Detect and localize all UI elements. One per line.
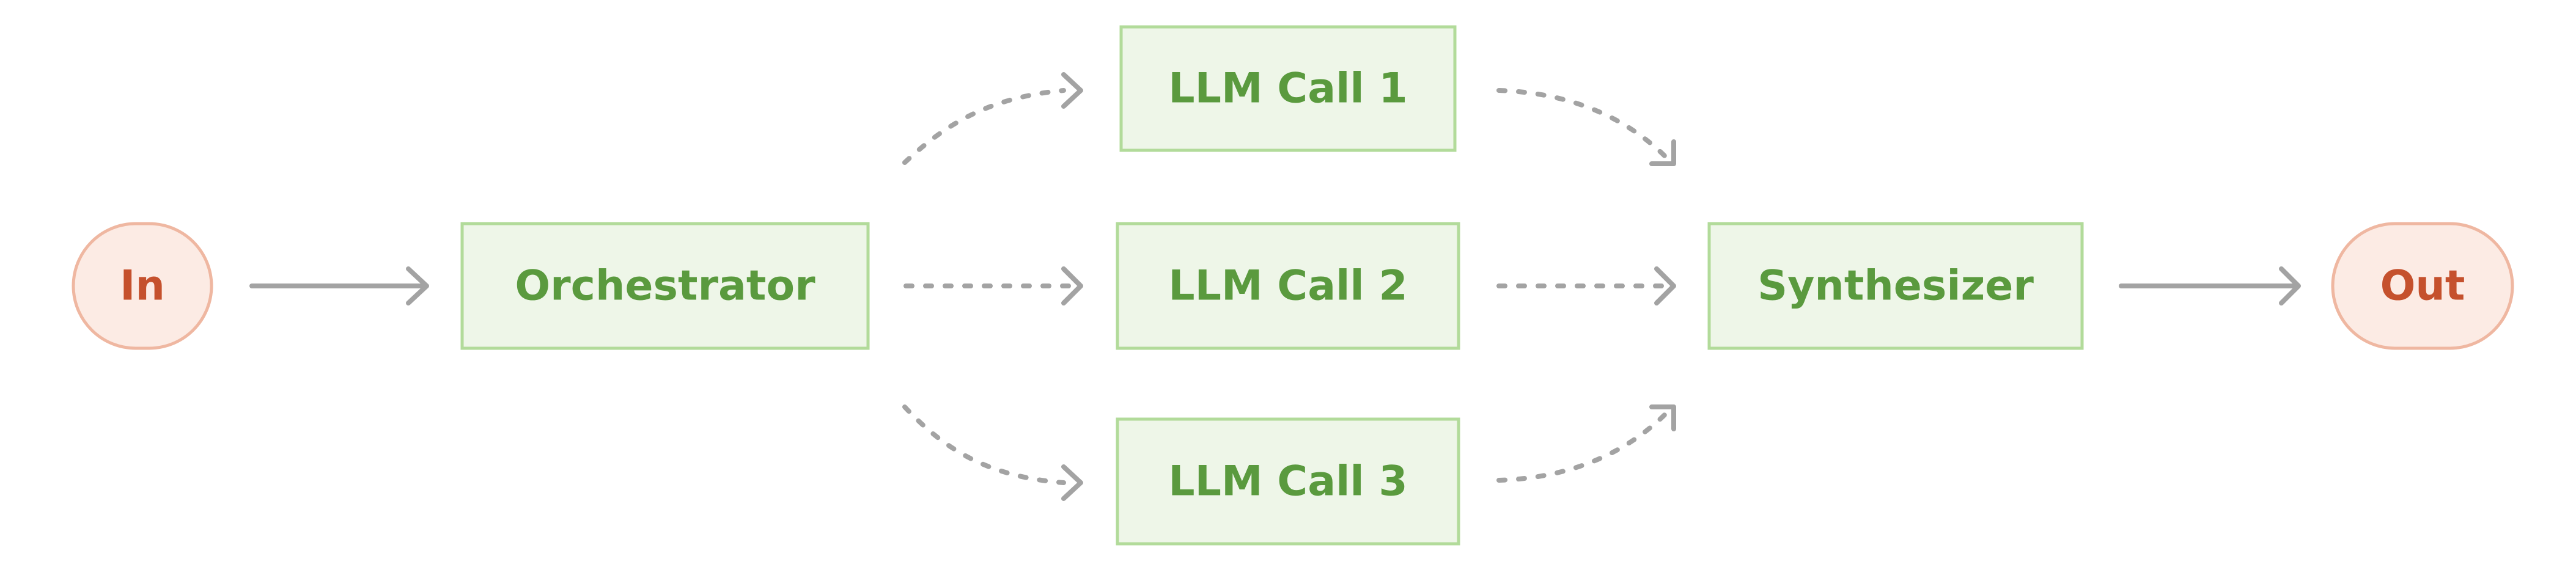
edge-llm-call-1-to-synthesizer [1496,88,1676,166]
edge-synthesizer-to-out [2119,266,2301,305]
node-synthesizer: Synthesizer [1707,222,2084,350]
edge-llm-call-3-to-synthesizer [1496,404,1676,483]
node-llm-call-2-label: LLM Call 2 [1168,262,1407,310]
edge-llm-call-2-to-synthesizer [1496,266,1676,305]
node-out-label: Out [2380,262,2465,310]
node-llm-call-2: LLM Call 2 [1116,222,1460,350]
node-llm-call-3: LLM Call 3 [1116,417,1460,546]
edge-orchestrator-to-llm-call-3 [902,404,1083,501]
edge-orchestrator-to-llm-call-1 [902,72,1083,165]
node-in: In [72,222,213,350]
edge-orchestrator-to-llm-call-2 [903,266,1083,305]
node-out: Out [2331,222,2514,350]
node-llm-call-3-label: LLM Call 3 [1168,458,1407,506]
node-llm-call-1-label: LLM Call 1 [1168,65,1407,113]
node-orchestrator-label: Orchestrator [515,262,815,310]
node-orchestrator: Orchestrator [460,222,870,350]
node-synthesizer-label: Synthesizer [1757,262,2034,310]
node-in-label: In [120,262,165,310]
node-llm-call-1: LLM Call 1 [1119,25,1457,152]
edge-in-to-orchestrator [249,266,429,305]
